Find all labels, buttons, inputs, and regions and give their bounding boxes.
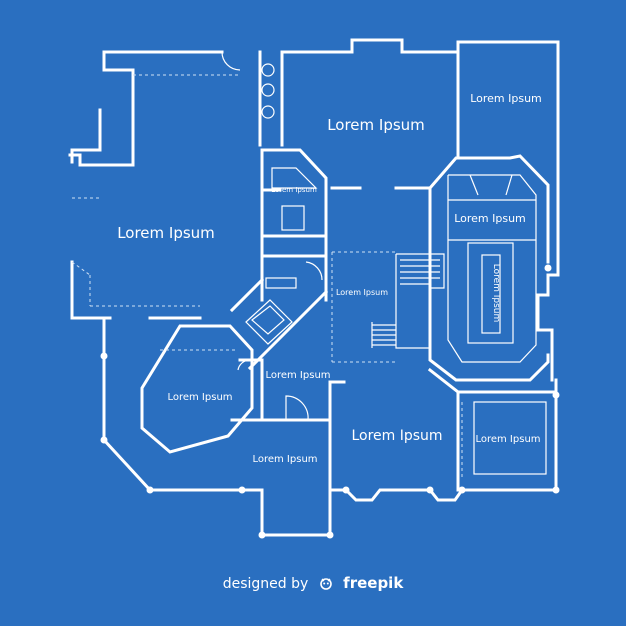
interior-walls (140, 51, 558, 492)
room-label-right-vertical: Lorem Ipsum (491, 264, 501, 323)
room-label-center-small: Lorem Ipsum (265, 370, 330, 381)
room-label-bottom-center: Lorem Ipsum (351, 428, 442, 444)
room-label-left-large: Lorem Ipsum (117, 224, 215, 242)
attribution-brand[interactable]: freepik (343, 574, 404, 592)
room-label-top-right: Lorem Ipsum (470, 92, 542, 105)
room-label-small-top: Lorem Ipsum (271, 186, 317, 194)
attribution-footer: designed by freepik (0, 574, 626, 592)
room-label-bottom-left: Lorem Ipsum (252, 454, 317, 465)
attribution-prefix: designed by (222, 576, 309, 592)
room-label-right-hall: Lorem Ipsum (454, 212, 526, 225)
floor-plan-diagram: Lorem Ipsum Lorem Ipsum Lorem Ipsum Lore… (68, 38, 560, 539)
dashed-guides (71, 74, 463, 478)
room-label-bottom-right: Lorem Ipsum (475, 434, 540, 445)
room-label-top-center: Lorem Ipsum (327, 116, 425, 134)
room-label-octagon: Lorem Ipsum (167, 392, 232, 403)
freepik-logo-icon (319, 578, 332, 590)
wall-joints (100, 264, 560, 539)
room-label-stair-area: Lorem Ipsum (336, 288, 388, 297)
room-labels: Lorem Ipsum Lorem Ipsum Lorem Ipsum Lore… (117, 92, 542, 465)
